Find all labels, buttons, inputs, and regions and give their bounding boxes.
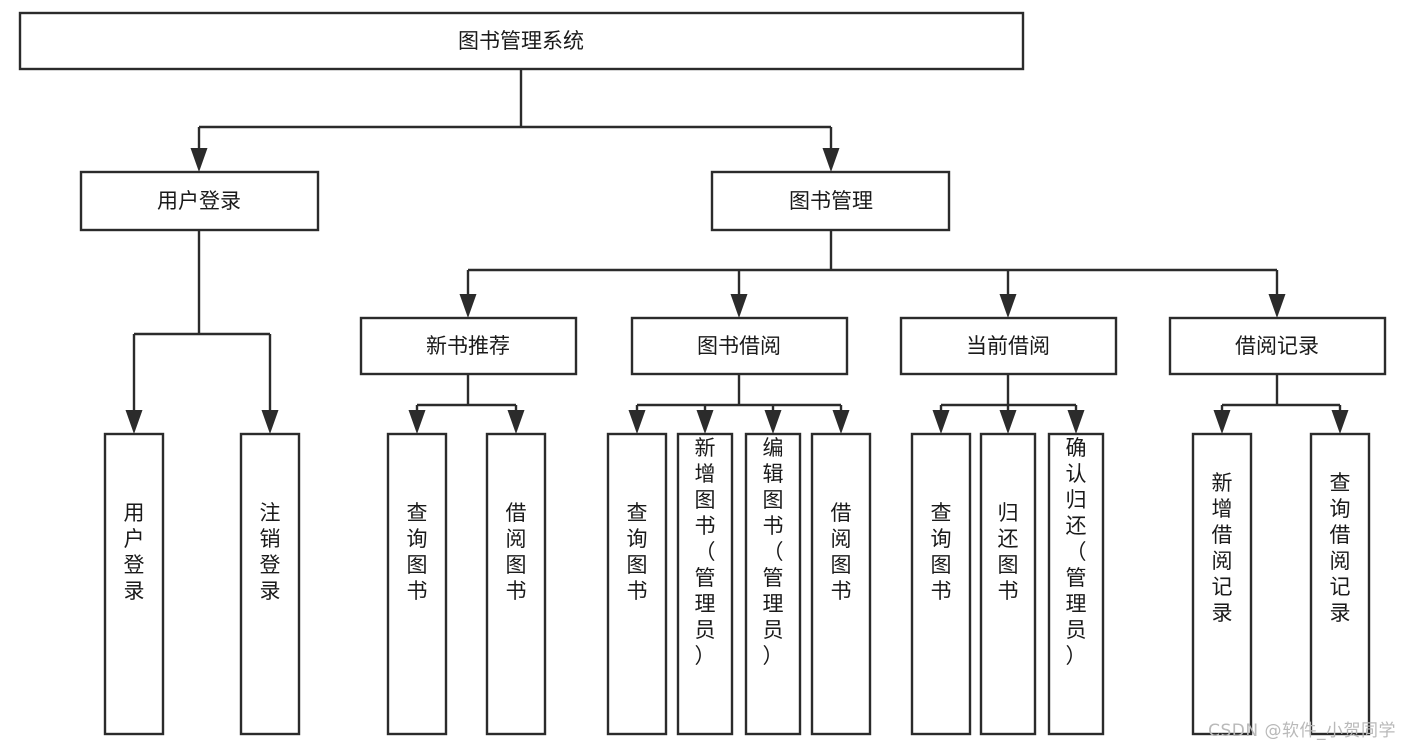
book-borrow-label: 图书借阅: [697, 334, 781, 358]
current-borrow-label: 当前借阅: [966, 334, 1050, 358]
book-management-label: 图书管理: [789, 189, 873, 213]
node-leaf-query-book-borrow[interactable]: 查询图书: [606, 432, 668, 736]
book-borrow-box[interactable]: [630, 316, 849, 376]
arrow-to-book-manage: [822, 148, 840, 172]
leaf-confirm-return-label: 确认归还（管理员）: [1066, 436, 1087, 668]
leaf-return-book-label: 归还图书: [998, 501, 1019, 603]
leaf-query-book-current-label: 查询图书: [931, 501, 952, 603]
arrow-to-user-login: [190, 148, 208, 172]
leaf-return-book-box[interactable]: [979, 432, 1037, 736]
leaf-query-book-borrow-box[interactable]: [606, 432, 668, 736]
node-current-borrow[interactable]: 当前借阅: [899, 316, 1118, 376]
arrow-to-leaf-user-login: [125, 410, 143, 434]
edges-root-to-level2: [190, 70, 840, 172]
new-book-recommend-label: 新书推荐: [426, 334, 510, 358]
node-leaf-logout[interactable]: 注销登录: [239, 432, 301, 736]
leaf-add-borrow-record-label: 新增借阅记录: [1212, 471, 1233, 625]
node-new-book-recommend[interactable]: 新书推荐: [359, 316, 578, 376]
node-leaf-borrow-book[interactable]: 借阅图书: [810, 432, 872, 736]
arrow-to-leaf-query-book-a: [408, 410, 426, 434]
node-leaf-borrow-book-recommend[interactable]: 借阅图书: [485, 432, 547, 736]
leaf-logout-box[interactable]: [239, 432, 301, 736]
node-borrow-record[interactable]: 借阅记录: [1168, 316, 1387, 376]
arrow-to-leaf-confirm-return: [1067, 410, 1085, 434]
leaf-edit-book-box[interactable]: [744, 432, 802, 736]
arrow-to-leaf-add-record: [1213, 410, 1231, 434]
leaf-edit-book-label: 编辑图书（管理员）: [763, 436, 784, 668]
leaf-query-book-recommend-label: 查询图书: [407, 501, 428, 603]
node-leaf-confirm-return[interactable]: 确认归还（管理员）: [1047, 432, 1105, 736]
node-leaf-user-login[interactable]: 用户登录: [103, 432, 165, 736]
leaf-add-borrow-record-box[interactable]: [1191, 432, 1253, 736]
node-root-book-management-system[interactable]: 图书管理系统: [18, 11, 1025, 71]
node-leaf-query-book-current[interactable]: 查询图书: [910, 432, 972, 736]
edges-borrowrecord-to-leaves: [1213, 374, 1349, 434]
user-login-box[interactable]: [79, 170, 320, 232]
node-leaf-query-book-recommend[interactable]: 查询图书: [386, 432, 448, 736]
leaf-confirm-return-box[interactable]: [1047, 432, 1105, 736]
edges-userlogin-to-leaves: [125, 230, 279, 434]
leaf-add-book-label: 新增图书（管理员）: [695, 436, 716, 668]
leaf-query-book-recommend-box[interactable]: [386, 432, 448, 736]
book-management-box[interactable]: [710, 170, 951, 232]
node-leaf-add-borrow-record[interactable]: 新增借阅记录: [1191, 432, 1253, 736]
arrow-to-borrow-record: [1268, 294, 1286, 318]
arrow-to-leaf-borrow-book-b: [832, 410, 850, 434]
arrow-to-leaf-edit-book: [764, 410, 782, 434]
current-borrow-box[interactable]: [899, 316, 1118, 376]
arrow-to-leaf-borrow-book-a: [507, 410, 525, 434]
arrow-to-leaf-query-record: [1331, 410, 1349, 434]
arrow-to-leaf-logout: [261, 410, 279, 434]
new-book-recommend-box[interactable]: [359, 316, 578, 376]
leaf-user-login-box[interactable]: [103, 432, 165, 736]
leaf-add-book-box[interactable]: [676, 432, 734, 736]
leaf-borrow-book-recommend-box[interactable]: [485, 432, 547, 736]
leaf-query-borrow-record-label: 查询借阅记录: [1330, 471, 1351, 625]
user-login-label: 用户登录: [157, 189, 241, 213]
borrow-record-box[interactable]: [1168, 316, 1387, 376]
leaf-logout-label: 注销登录: [260, 501, 281, 603]
node-book-management[interactable]: 图书管理: [710, 170, 951, 232]
root-label: 图书管理系统: [458, 29, 584, 53]
edges-currentborrow-to-leaves: [932, 374, 1085, 434]
leaf-user-login-label: 用户登录: [124, 501, 145, 603]
borrow-record-label: 借阅记录: [1235, 334, 1319, 358]
leaf-query-book-borrow-label: 查询图书: [627, 501, 648, 603]
arrow-to-leaf-query-book-c: [932, 410, 950, 434]
node-leaf-add-book[interactable]: 新增图书（管理员）: [676, 432, 734, 736]
arrow-to-leaf-return-book: [999, 410, 1017, 434]
leaf-query-borrow-record-box[interactable]: [1309, 432, 1371, 736]
edges-newbook-to-leaves: [408, 374, 525, 434]
csdn-watermark: CSDN @软件_小贺同学: [1208, 721, 1396, 741]
arrow-to-leaf-query-book-b: [628, 410, 646, 434]
leaf-borrow-book-label: 借阅图书: [831, 501, 852, 603]
node-leaf-query-borrow-record[interactable]: 查询借阅记录: [1309, 432, 1371, 736]
edges-bookborrow-to-leaves: [628, 374, 850, 434]
arrow-to-book-borrow: [730, 294, 748, 318]
node-leaf-edit-book[interactable]: 编辑图书（管理员）: [744, 432, 802, 736]
node-leaf-return-book[interactable]: 归还图书: [979, 432, 1037, 736]
node-user-login[interactable]: 用户登录: [79, 170, 320, 232]
leaf-borrow-book-box[interactable]: [810, 432, 872, 736]
arrow-to-leaf-add-book: [696, 410, 714, 434]
arrow-to-current-borrow: [999, 294, 1017, 318]
node-book-borrow[interactable]: 图书借阅: [630, 316, 849, 376]
edges-bookmanage-to-level3: [459, 230, 1286, 318]
root-box[interactable]: [18, 11, 1025, 71]
leaf-query-book-current-box[interactable]: [910, 432, 972, 736]
arrow-to-new-book-recommend: [459, 294, 477, 318]
leaf-borrow-book-recommend-label: 借阅图书: [506, 501, 527, 603]
